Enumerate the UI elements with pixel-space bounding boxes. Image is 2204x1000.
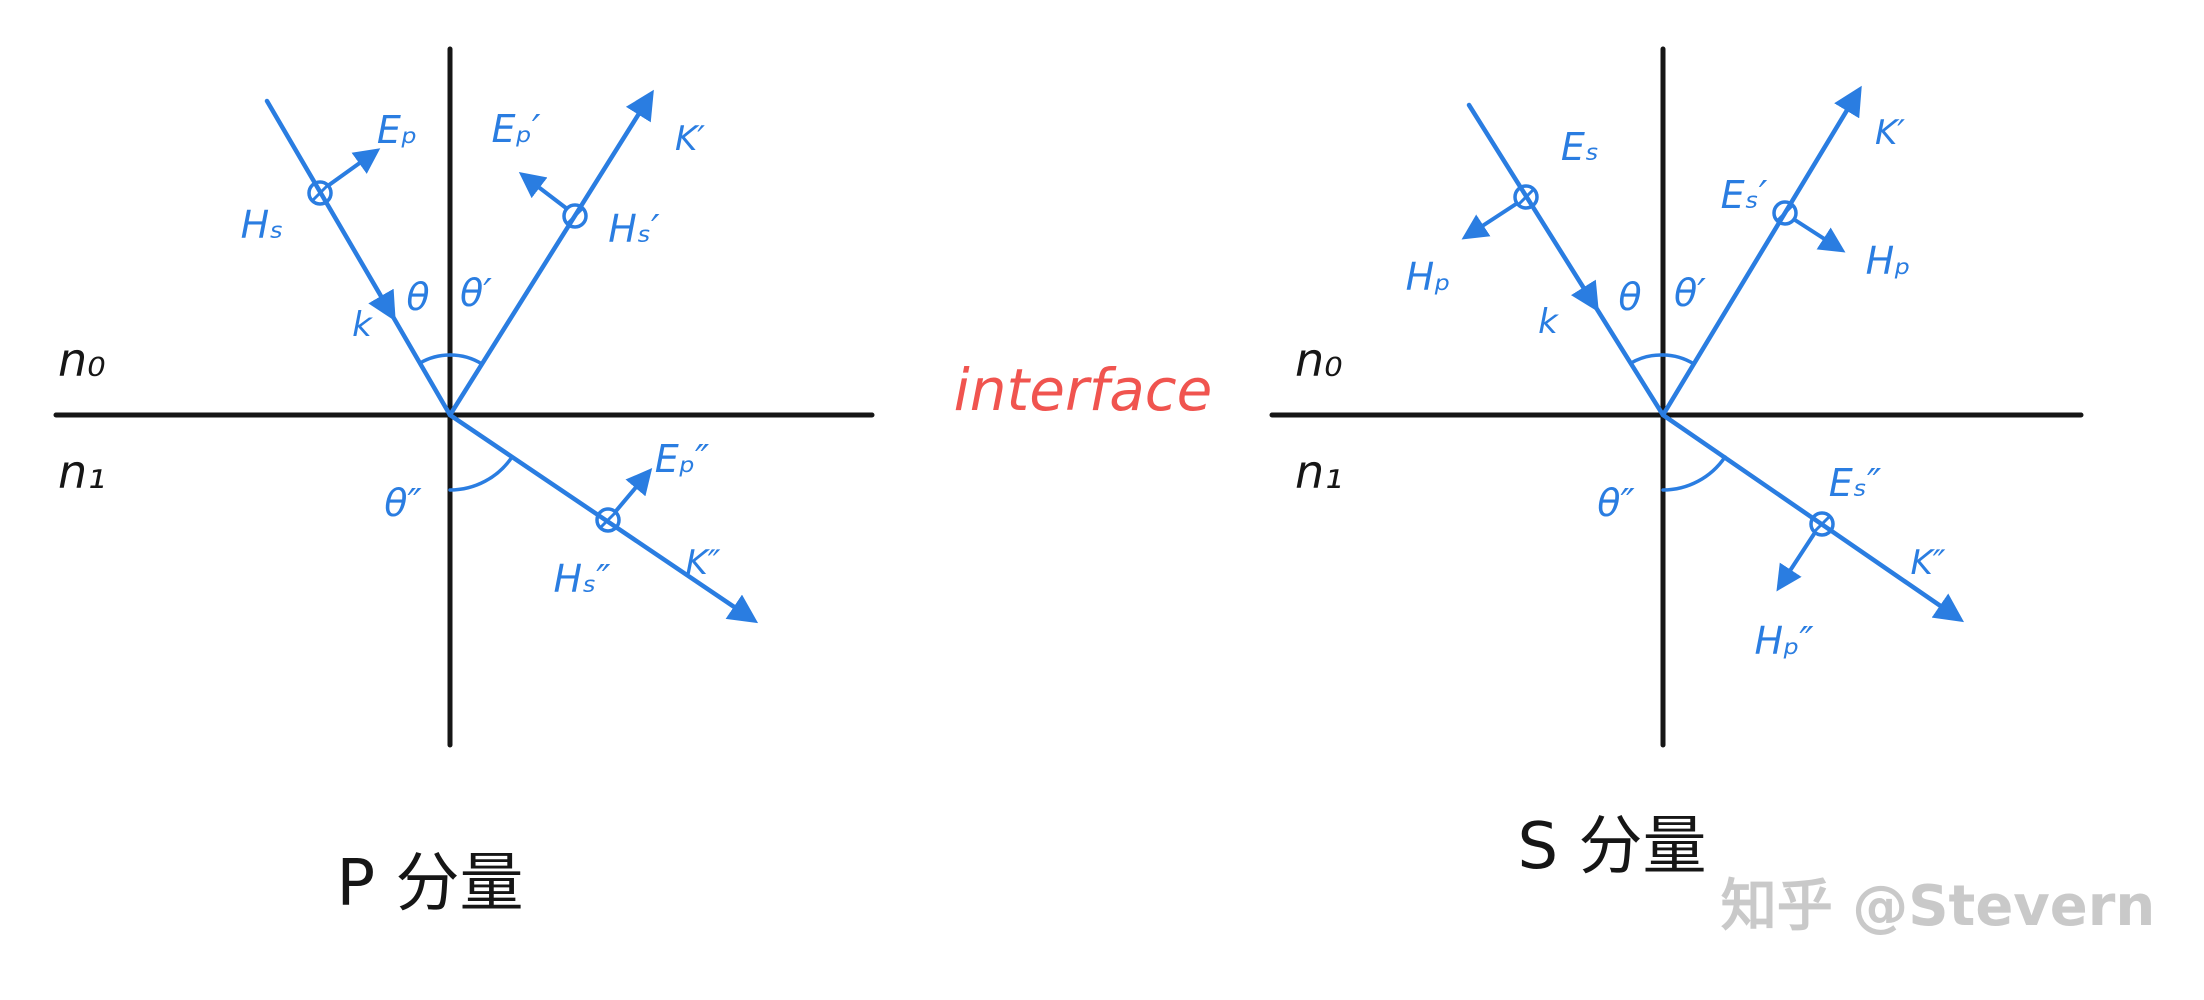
theta-reflected-arc [1661,353,1696,366]
theta-incident-label: θ [1618,275,1641,319]
refracted-ray [1660,412,1965,623]
out-of-plane-slash-icon [599,511,617,529]
e-incident-label: Eₚ [377,108,417,152]
refracted-wavevector-label: K″ [1911,543,1946,583]
e-field-arrow [518,172,568,210]
reflected-wavevector-label: K′ [1875,113,1905,153]
out-of-plane-slash-icon [1776,204,1794,222]
h-field-arrow [1776,532,1816,592]
theta-refracted-arc [448,455,514,492]
out-of-plane-icon [1809,511,1835,537]
incident-wavevector-label: k [352,305,373,345]
incident-field-group [1461,184,1539,240]
p-component-title: P 分量 [337,847,524,921]
refracted-wavevector-label: K″ [686,543,721,583]
reflected-field-group [518,172,588,229]
h-field-arrow [1793,218,1846,253]
theta-refracted-arc [1661,455,1727,492]
e-refracted-label: Eₛ″ [1829,461,1881,505]
refracted-ray [447,412,759,624]
reflected-ray [1660,85,1862,418]
h-refracted-label: Hₚ″ [1754,619,1813,663]
out-of-plane-icon [307,180,333,206]
out-of-plane-slash-icon [566,207,584,225]
medium-top-label: n₀ [1295,333,1343,387]
incident-ray [1466,102,1666,418]
out-of-plane-slash-icon [1813,515,1831,533]
e-incident-label: Eₛ [1561,125,1599,169]
medium-bottom-label: n₁ [1295,445,1343,499]
theta-reflected-arc [448,353,484,366]
incident-ray [264,98,453,418]
out-of-plane-icon [562,203,588,229]
h-reflected-label: Hₛ′ [608,207,660,251]
incident-wavevector-label: k [1538,302,1559,342]
theta-refracted-label: θ″ [384,481,421,525]
incident-field-group [307,148,381,206]
h-field-arrow [1461,202,1518,240]
interface-label: interface [954,356,1213,424]
theta-reflected-label: θ′ [460,271,492,315]
e-field-arrow [327,148,381,187]
theta-incident-label: θ [406,275,429,319]
medium-bottom-label: n₁ [58,445,106,499]
refracted-field-group [1776,511,1835,592]
e-reflected-label: Eₛ′ [1721,173,1768,217]
e-refracted-label: Eₚ″ [655,437,709,481]
watermark: 知乎 @Stevern [1721,874,2156,939]
reflected-field-group [1772,200,1846,253]
theta-reflected-label: θ′ [1674,271,1706,315]
h-incident-label: Hₛ [241,203,284,247]
e-field-arrow [614,468,653,513]
out-of-plane-icon [1772,200,1798,226]
out-of-plane-slash-icon [1517,188,1535,206]
s-component-title: S 分量 [1518,810,1707,884]
out-of-plane-slash-icon [311,184,329,202]
out-of-plane-icon [1513,184,1539,210]
theta-incident-arc [1629,353,1665,365]
medium-top-label: n₀ [58,333,106,387]
theta-refracted-label: θ″ [1597,481,1634,525]
h-refracted-label: Hₛ″ [554,557,611,601]
p-component-diagram: n₀ n₁ k K′ K″ θ θ′ θ″ Eₚ Eₚ′ Eₚ″ Hₛ Hₛ′ … [53,46,875,748]
reflected-ray [447,89,654,418]
s-component-diagram: n₀ n₁ k K′ K″ θ θ′ θ″ Eₛ Eₛ′ Eₛ″ Hₚ Hₚ H… [1269,46,2084,748]
theta-incident-arc [418,353,452,365]
h-incident-label: Hₚ [1406,255,1451,299]
e-reflected-label: Eₚ′ [492,107,541,151]
h-reflected-label: Hₚ [1866,239,1911,283]
refracted-field-group [595,468,653,533]
out-of-plane-icon [595,507,621,533]
reflected-wavevector-label: K′ [675,119,705,159]
